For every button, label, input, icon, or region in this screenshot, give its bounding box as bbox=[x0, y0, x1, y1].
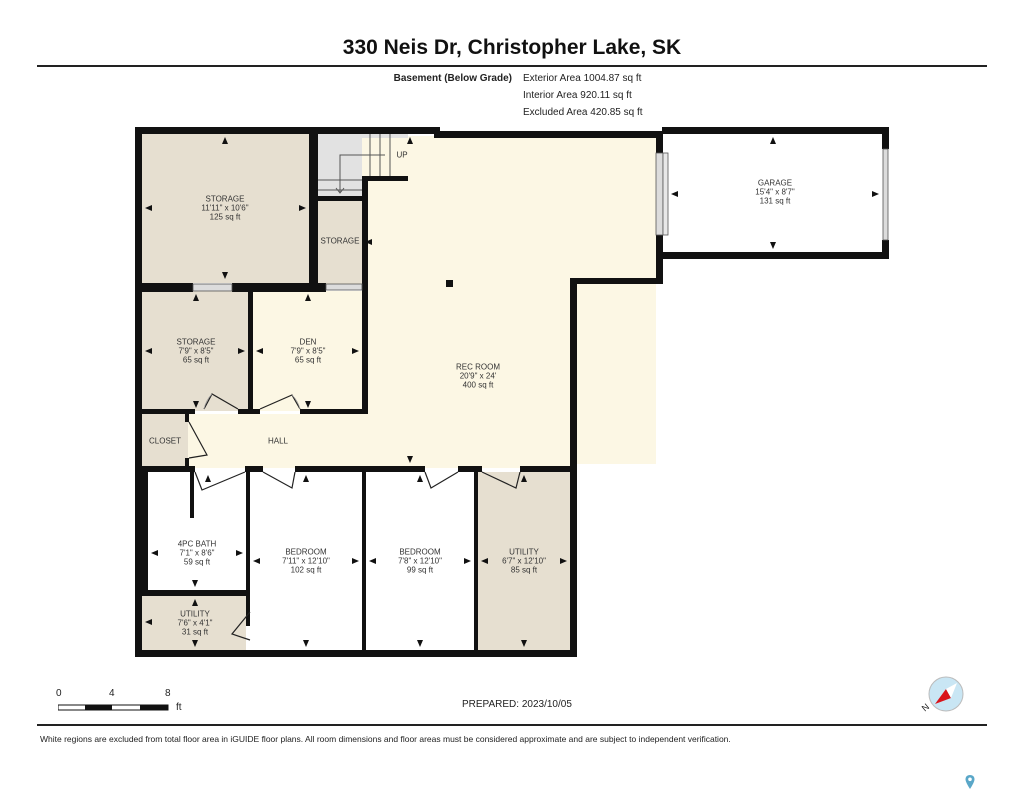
door-swings bbox=[188, 393, 521, 641]
disclaimer-text: White regions are excluded from total fl… bbox=[40, 734, 731, 744]
support-column bbox=[446, 280, 453, 287]
bath-fill bbox=[148, 472, 246, 590]
floor-name: Basement (Below Grade) bbox=[393, 73, 512, 84]
header-divider bbox=[37, 65, 987, 67]
stairs-label: UP bbox=[396, 150, 408, 160]
room-dims: 15'4" x 8'7" bbox=[755, 187, 795, 197]
room-label-garage: GARAGE 15'4" x 8'7" 131 sq ft bbox=[755, 179, 794, 206]
walls bbox=[135, 127, 889, 657]
room-label-bedroom-2: BEDROOM 7'8" x 12'10" 99 sq ft bbox=[398, 548, 442, 575]
garage-fill bbox=[668, 134, 882, 252]
room-dims: 6'7" x 12'10" bbox=[502, 556, 546, 566]
room-label-storage-2: STORAGE 7'9" x 8'5" 65 sq ft bbox=[177, 338, 216, 365]
room-dims: 11'11" x 10'6" bbox=[201, 203, 249, 213]
scale-unit: ft bbox=[176, 702, 182, 713]
dimension-arrows bbox=[145, 137, 879, 647]
room-area: 85 sq ft bbox=[510, 565, 538, 575]
utility-large-fill bbox=[478, 472, 570, 650]
room-name: BEDROOM bbox=[285, 547, 327, 557]
excluded-area: Excluded Area 420.85 sq ft bbox=[523, 107, 643, 118]
closet-fill bbox=[142, 414, 188, 468]
room-name: 4PC BATH bbox=[177, 539, 217, 549]
room-area: 31 sq ft bbox=[181, 627, 209, 637]
page-title: 330 Neis Dr, Christopher Lake, SK bbox=[342, 36, 682, 59]
scale-bar-graphic bbox=[58, 704, 169, 711]
room-area: 102 sq ft bbox=[290, 565, 322, 575]
room-label-den: DEN 7'9" x 8'5" 65 sq ft bbox=[291, 338, 326, 365]
room-label-bath: 4PC BATH 7'1" x 8'6" 59 sq ft bbox=[178, 540, 217, 567]
rec-room-top-fill bbox=[408, 136, 658, 156]
room-label-bedroom-1: BEDROOM 7'11" x 12'10" 102 sq ft bbox=[282, 548, 330, 575]
compass-icon: N bbox=[920, 676, 970, 721]
room-dims: 7'6" x 4'1" bbox=[177, 618, 213, 628]
room-area: 99 sq ft bbox=[406, 565, 434, 575]
storage-main-fill bbox=[142, 134, 309, 283]
room-name: STORAGE bbox=[205, 194, 245, 204]
bedroom-2-fill bbox=[366, 472, 474, 650]
room-label-rec-room: REC ROOM 20'9" x 24' 400 sq ft bbox=[456, 363, 500, 390]
scale-tick-8: 8 bbox=[165, 688, 171, 699]
scale-tick-0: 0 bbox=[56, 688, 62, 699]
room-dims: 7'8" x 12'10" bbox=[398, 556, 442, 566]
den-fill bbox=[253, 291, 362, 411]
room-name: DEN bbox=[299, 337, 317, 347]
storage-2-fill bbox=[142, 291, 248, 411]
room-name: REC ROOM bbox=[456, 362, 500, 372]
room-fills bbox=[142, 134, 882, 650]
room-label-storage-main: STORAGE 11'11" x 10'6" 125 sq ft bbox=[201, 195, 248, 222]
room-area: 131 sq ft bbox=[759, 196, 791, 206]
room-dims: 20'9" x 24' bbox=[459, 371, 497, 381]
room-name: GARAGE bbox=[757, 178, 793, 188]
prepared-date: PREPARED: 2023/10/05 bbox=[462, 699, 572, 710]
room-area: 400 sq ft bbox=[462, 380, 494, 390]
compass-north-label: N bbox=[920, 702, 931, 714]
windows bbox=[192, 148, 889, 292]
bedroom-1-fill bbox=[250, 472, 362, 650]
exterior-area: Exterior Area 1004.87 sq ft bbox=[523, 73, 642, 84]
room-area: 59 sq ft bbox=[183, 557, 211, 567]
room-name: UTILITY bbox=[180, 609, 210, 619]
room-area: 65 sq ft bbox=[182, 355, 210, 365]
hall-fill bbox=[188, 414, 574, 468]
room-label-hall: HALL bbox=[268, 437, 288, 446]
footer-divider bbox=[37, 724, 987, 726]
room-name: CLOSET bbox=[148, 436, 182, 446]
rec-room-fill bbox=[362, 138, 656, 464]
room-dims: 7'1" x 8'6" bbox=[179, 548, 215, 558]
room-area: 65 sq ft bbox=[294, 355, 322, 365]
room-name: BEDROOM bbox=[399, 547, 441, 557]
room-name: STORAGE bbox=[320, 236, 360, 246]
room-name: HALL bbox=[267, 436, 289, 446]
location-pin-icon bbox=[964, 774, 976, 795]
room-name: STORAGE bbox=[176, 337, 216, 347]
room-dims: 7'9" x 8'5" bbox=[178, 346, 214, 356]
room-dims: 7'11" x 12'10" bbox=[282, 556, 330, 566]
room-area: 125 sq ft bbox=[209, 212, 241, 222]
interior-area: Interior Area 920.11 sq ft bbox=[523, 90, 632, 101]
stairs bbox=[318, 134, 391, 194]
room-label-stairs: UP bbox=[396, 151, 407, 160]
room-label-storage-small: STORAGE bbox=[321, 237, 360, 246]
room-label-utility-large: UTILITY 6'7" x 12'10" 85 sq ft bbox=[502, 548, 546, 575]
room-label-closet: CLOSET bbox=[149, 437, 181, 446]
room-label-utility-small: UTILITY 7'6" x 4'1" 31 sq ft bbox=[178, 610, 213, 637]
room-dims: 7'9" x 8'5" bbox=[290, 346, 326, 356]
storage-small-fill bbox=[318, 200, 362, 284]
room-name: UTILITY bbox=[509, 547, 539, 557]
scale-tick-4: 4 bbox=[109, 688, 115, 699]
